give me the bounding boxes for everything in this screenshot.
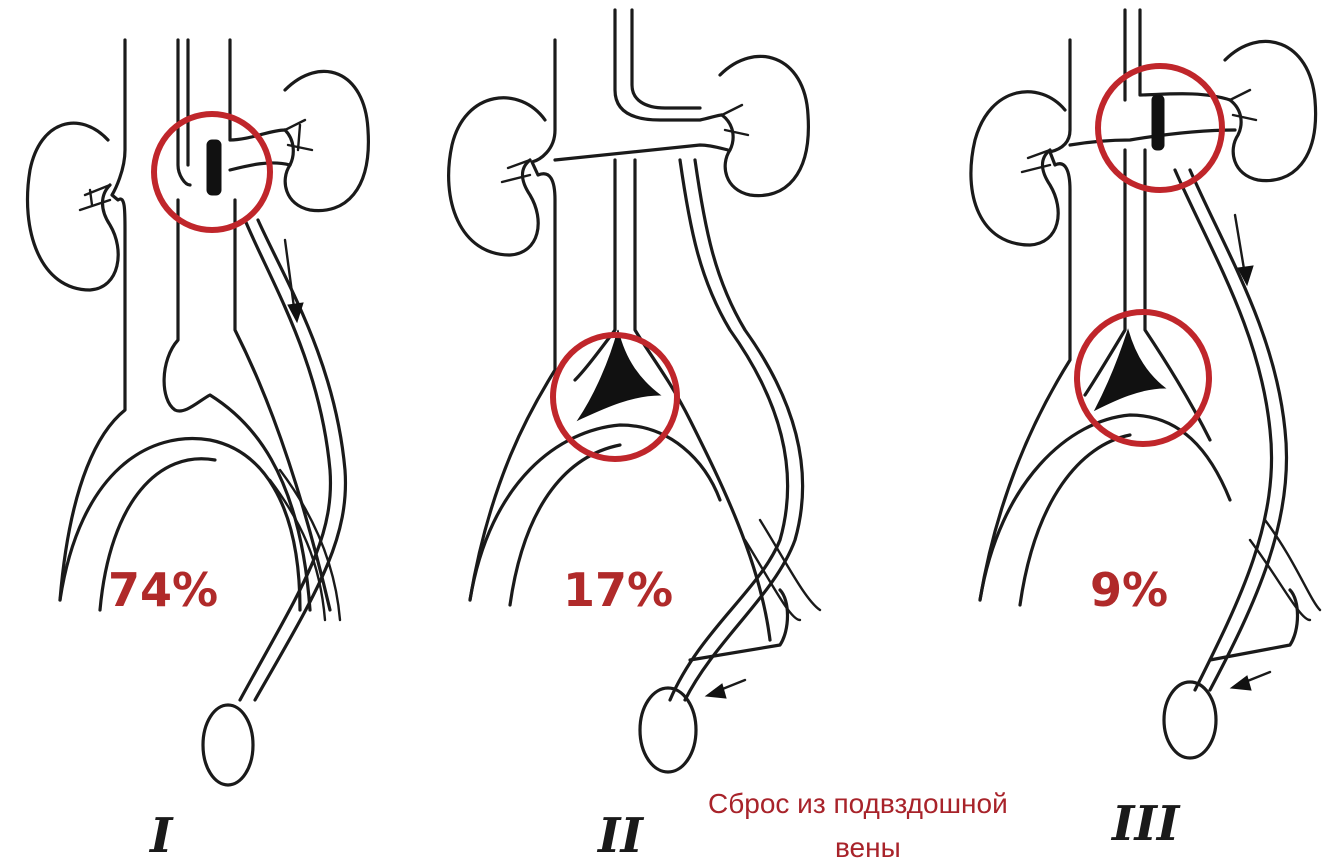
panel-1-testicular-vein-b (255, 220, 345, 700)
panel-3-roman-numeral: III (1110, 796, 1181, 852)
panel-3 (971, 10, 1320, 758)
panel-1-valve-block (207, 140, 221, 195)
panel-2-aorta-inner (632, 10, 700, 108)
panel-1-renal-vein-lower (230, 163, 290, 170)
panel-2-testicular-vein-a (670, 160, 788, 700)
panel-2-percent: 17% (563, 563, 673, 617)
panel-2-roman-numeral: II (596, 808, 644, 864)
panel-2-testis (640, 688, 696, 772)
panel-2-left-kidney (449, 98, 545, 255)
panel-3-percent: 9% (1090, 563, 1168, 617)
panel-1-right-kidney (285, 71, 368, 210)
panel-2-right-kidney (720, 56, 808, 195)
panel-3-ivc-left (980, 40, 1070, 600)
panel-1-percent: 74% (108, 563, 218, 617)
panel-2-ivc-left (470, 40, 555, 600)
panel-3-valve-block (1152, 95, 1164, 150)
panel-1-left-kidney (28, 123, 119, 290)
panel-1 (28, 40, 369, 785)
panel-3-testis (1164, 682, 1216, 758)
panel-3-right-kidney (1225, 41, 1316, 180)
panel-1-testis (203, 705, 253, 785)
panel-3-left-kidney (971, 92, 1065, 245)
panel-2-testicular-vein-b (685, 160, 803, 700)
panel-2 (449, 10, 820, 772)
panel-2-flow-arrowhead (706, 684, 726, 698)
panel-3-aorta-right (1140, 10, 1230, 100)
panel-2-renal-vein (555, 145, 728, 160)
panel-3-testicular-vein-a (1175, 170, 1272, 690)
panel-1-aorta-right (230, 40, 285, 140)
panel-1-roman-numeral: I (148, 808, 174, 864)
panel-3-flow-arrowhead-lower (1231, 676, 1251, 690)
iliac-reflux-caption-line2: вены (835, 832, 901, 863)
iliac-reflux-caption-line1: Сброс из подвздошной (708, 788, 1008, 819)
panel-1-lower-trunk-right (235, 200, 330, 610)
